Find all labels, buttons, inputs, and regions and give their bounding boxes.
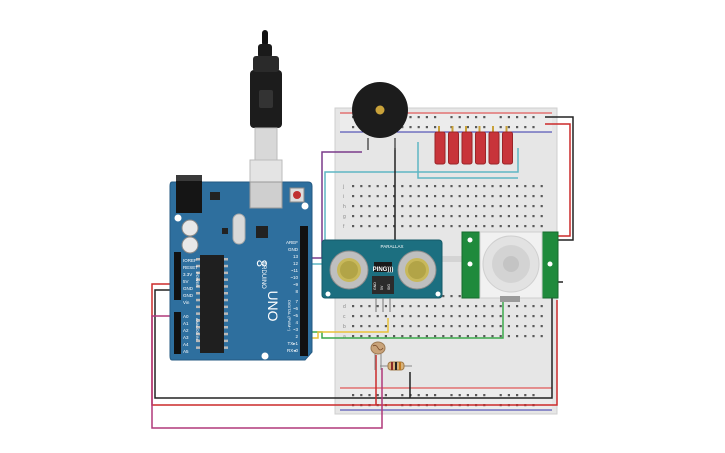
pin-label-aref: AREF	[286, 240, 298, 245]
pin-label-d3: ~3	[293, 327, 299, 332]
arduino-model: UNO	[265, 290, 281, 321]
pin-label-d13: 13	[293, 254, 299, 259]
wire-teal-leds-2[interactable]	[417, 142, 518, 179]
row-letter-g: g	[343, 214, 346, 220]
pin-label-a3: A3	[183, 335, 189, 340]
pin-label-vin: Vin	[183, 300, 190, 305]
wire-green-pir[interactable]	[307, 302, 504, 339]
mount-hole	[301, 202, 309, 210]
power-section-label: POWER	[195, 272, 200, 287]
pin-label-d10: ~10	[290, 275, 298, 280]
wire-teal-leds[interactable]	[307, 148, 519, 265]
digital-header[interactable]	[300, 226, 308, 356]
row-letter-d: d	[343, 304, 346, 310]
piezo-buzzer[interactable]	[352, 82, 408, 150]
power-header[interactable]	[174, 252, 181, 300]
led-6[interactable]	[502, 126, 513, 165]
pin-label-d6: ~6	[293, 306, 299, 311]
pin-label-tx: TX▸1	[287, 341, 298, 346]
pin-label-d5: ~5	[293, 313, 299, 318]
pin-label-d4: 4	[295, 320, 298, 325]
ping-pin-sig: SIG	[387, 284, 391, 290]
led-4[interactable]	[475, 126, 486, 165]
arduino-logo-icon: ∞	[256, 255, 267, 272]
wire-yellow-ping[interactable]	[307, 318, 389, 339]
pin-label-a4: A4	[183, 342, 189, 347]
ping-ultrasonic-sensor[interactable]: PING))) PARALLAX GND 5V SIG	[321, 239, 443, 312]
pir-motion-sensor[interactable]	[461, 231, 559, 302]
pin-label-rx: RX◂0	[287, 348, 299, 353]
pin-label-gnd: GND	[288, 247, 299, 252]
led-5[interactable]	[488, 126, 500, 165]
pin-label-a1: A1	[183, 321, 189, 326]
pin-label-d11: ~11	[291, 268, 299, 273]
row-letter-f: f	[343, 224, 345, 230]
analog-section-label: ANALOG IN	[195, 318, 200, 340]
pin-label-5v: 5V	[183, 279, 189, 284]
analog-header[interactable]	[174, 312, 181, 354]
digital-section-label: DIGITAL (PWM~)	[287, 300, 292, 332]
pin-label-gnd2: GND	[183, 286, 194, 291]
photoresistor[interactable]	[370, 341, 386, 370]
pin-label-gnd3: GND	[183, 293, 194, 298]
pin-label-d12: 12	[293, 261, 299, 266]
mount-hole	[174, 214, 182, 222]
pin-label-a5: A5	[183, 349, 189, 354]
arduino-uno-board[interactable]: ∞ ARDUINO UNO AREF GND 13 12 ~11 ~10 ~9 …	[169, 175, 313, 361]
row-letter-b: b	[343, 324, 346, 330]
pin-label-d8: 8	[295, 289, 298, 294]
wire-magenta-a0[interactable]	[151, 315, 383, 429]
usb-cable[interactable]	[249, 30, 283, 207]
mount-hole	[261, 352, 269, 360]
pin-label-d7: 7	[295, 299, 298, 304]
pin-label-d2: 2	[295, 334, 298, 339]
ping-brand: PARALLAX	[381, 244, 404, 249]
row-letter-a: a	[343, 334, 346, 340]
wire-purple-buzzer[interactable]	[307, 151, 362, 259]
led-3[interactable]	[461, 126, 473, 165]
row-letter-h: h	[343, 204, 346, 210]
ping-pin-5v: 5V	[380, 285, 384, 290]
wire-red-rail[interactable]	[545, 123, 571, 237]
led-1[interactable]	[434, 126, 446, 165]
row-letter-c: c	[343, 314, 346, 320]
pin-label-ioref: IOREF	[183, 258, 197, 263]
row-letter-j: j	[342, 184, 344, 190]
wire-black-rail[interactable]	[545, 116, 574, 241]
pin-label-d9: ~9	[293, 282, 299, 287]
pin-label-3v3: 3.3V	[183, 272, 192, 277]
led-2[interactable]	[448, 126, 459, 165]
led-bar[interactable]	[434, 126, 513, 165]
row-letter-i: i	[343, 194, 344, 200]
resistor[interactable]	[380, 361, 412, 371]
pin-label-a2: A2	[183, 328, 189, 333]
wires[interactable]	[151, 116, 574, 429]
ping-pin-gnd: GND	[373, 282, 377, 290]
arduino-brand: ARDUINO	[260, 261, 266, 289]
pin-label-a0: A0	[183, 314, 189, 319]
ping-title: PING)))	[373, 267, 394, 273]
pin-label-reset: RESET	[183, 265, 198, 270]
